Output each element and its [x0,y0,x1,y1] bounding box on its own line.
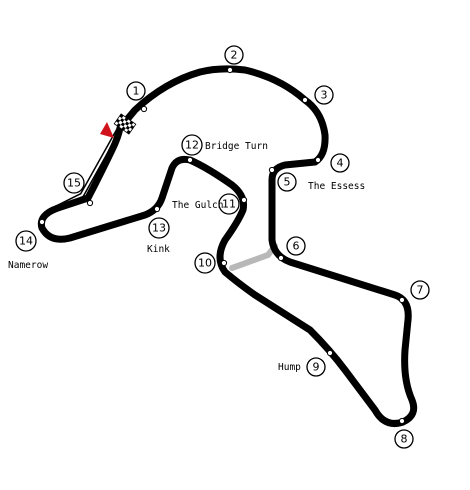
svg-text:5: 5 [284,176,291,189]
corner-dot-13 [153,205,161,213]
turn-marker-8: 8 [394,429,414,449]
corner-name-hump: Hump [278,362,301,373]
turn-marker-5: 5 [277,172,297,192]
turn-marker-12: 12 [181,134,203,156]
turn-marker-4: 4 [330,153,350,173]
corner-names: Bridge Turn The Essess The Gulch Kink Na… [8,141,365,373]
start-finish-line [100,113,137,138]
corner-name-bridge-turn: Bridge Turn [205,141,268,152]
corner-dot-6 [277,254,285,262]
corner-dots [38,66,406,425]
svg-text:8: 8 [401,433,408,446]
corner-name-the-essess: The Essess [308,181,365,192]
corner-dot-10 [220,259,228,267]
turn-marker-11: 11 [218,193,240,215]
corner-name-namerow: Namerow [8,260,48,271]
svg-text:12: 12 [185,139,199,152]
svg-text:2: 2 [231,49,238,62]
corner-dot-11 [240,196,248,204]
corner-dot-14 [38,218,46,226]
corner-dot-8 [398,417,406,425]
svg-text:13: 13 [152,222,166,235]
chicane-shortcut [229,243,278,271]
corner-name-the-gulch: The Gulch [172,200,223,211]
svg-text:11: 11 [222,198,236,211]
corner-dot-12 [186,156,194,164]
turn-marker-13: 13 [148,217,170,239]
turn-marker-15: 15 [63,172,85,194]
svg-text:7: 7 [417,284,424,297]
corner-dot-1 [140,105,148,113]
checkered-flag-icon [113,113,137,135]
turn-marker-6: 6 [286,236,306,256]
svg-text:3: 3 [321,89,328,102]
corner-dot-3 [301,96,309,104]
turn-marker-9: 9 [306,357,326,377]
svg-text:9: 9 [313,361,320,374]
corner-dot-9 [326,349,334,357]
svg-text:4: 4 [337,157,344,170]
corner-dot-4 [314,156,322,164]
circuit-outline [37,65,418,427]
turn-markers: 1 2 3 4 5 6 7 8 [15,45,430,449]
corner-dot-5 [268,166,276,174]
turn-marker-2: 2 [224,45,244,65]
svg-text:10: 10 [198,257,212,270]
start-flag-marker [100,122,114,138]
corner-dot-2 [226,66,234,74]
turn-marker-10: 10 [194,252,216,274]
corner-dot-15 [86,199,94,207]
turn-marker-1: 1 [126,81,146,101]
turn-marker-14: 14 [15,230,37,252]
svg-text:14: 14 [19,235,33,248]
svg-text:15: 15 [67,177,81,190]
corner-name-kink: Kink [147,244,170,255]
svg-text:6: 6 [293,240,300,253]
turn-marker-3: 3 [314,85,334,105]
corner-dot-7 [398,296,406,304]
turn-marker-7: 7 [410,280,430,300]
svg-text:1: 1 [133,85,140,98]
